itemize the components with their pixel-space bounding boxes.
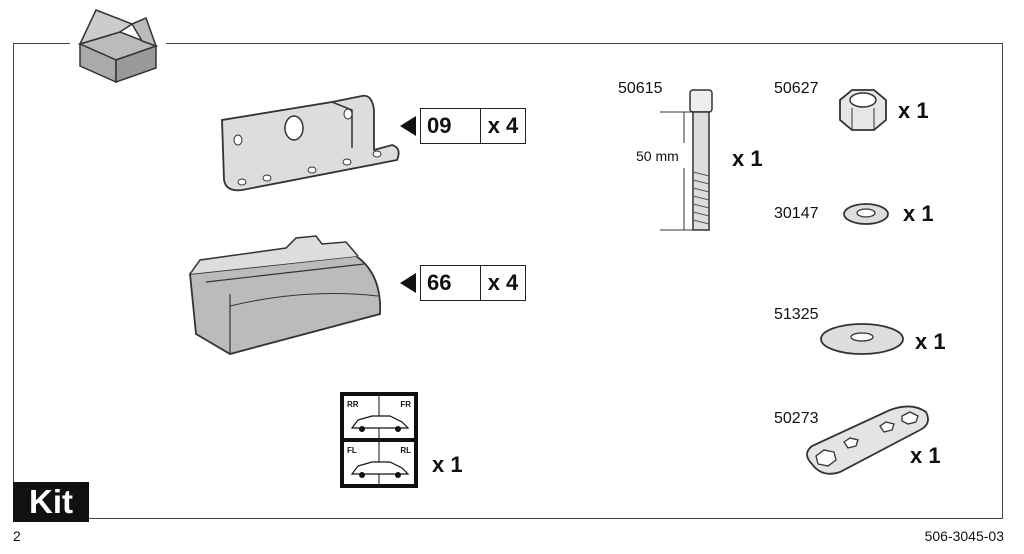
sticker-front-panel: FL RL (344, 442, 414, 484)
foot-pad-icon (189, 235, 381, 355)
mounting-bracket-icon (221, 94, 400, 192)
sticker-label-fl: FL (347, 446, 357, 455)
tag-count: x 4 (487, 113, 519, 138)
car-icon (350, 396, 410, 438)
document-code: 506-3045-03 (924, 528, 1004, 544)
wrench-code: 50273 (774, 410, 819, 427)
box-icon (70, 4, 166, 84)
sticker-rear-panel: RR FR (344, 396, 414, 438)
kit-frame (13, 43, 1003, 519)
nut-qty: x 1 (898, 98, 929, 123)
nut-icon (839, 89, 887, 131)
washer-large-qty: x 1 (915, 329, 946, 354)
sticker-qty: x 1 (432, 452, 463, 477)
car-icon (350, 442, 410, 484)
bolt-code: 50615 (618, 80, 663, 97)
page-number: 2 (13, 528, 21, 544)
sticker-label-fr: FR (400, 400, 411, 409)
bolt-qty: x 1 (732, 146, 763, 171)
pointer-arrow-icon (400, 116, 416, 136)
washer-small-icon (843, 203, 889, 225)
tag-number: 66 (421, 266, 481, 300)
sticker-label-rl: RL (400, 446, 411, 455)
bolt-length: 50 mm (636, 148, 679, 164)
washer-large-icon (820, 323, 904, 355)
wrench-qty: x 1 (910, 443, 941, 468)
part-tag-66: 66 x 4 (400, 265, 526, 301)
sticker-label-rr: RR (347, 400, 359, 409)
nut-code: 50627 (774, 80, 819, 97)
pointer-arrow-icon (400, 273, 416, 293)
tag-number: 09 (421, 109, 481, 143)
washer-small-qty: x 1 (903, 201, 934, 226)
kit-label: Kit (13, 482, 89, 522)
washer-large-code: 51325 (774, 306, 819, 323)
part-tag-09: 09 x 4 (400, 108, 526, 144)
position-sticker: RR FR FL RL (340, 392, 418, 488)
washer-small-code: 30147 (774, 205, 819, 222)
bolt-icon (660, 89, 713, 231)
tag-count: x 4 (487, 270, 519, 295)
wrench-icon (806, 405, 929, 475)
